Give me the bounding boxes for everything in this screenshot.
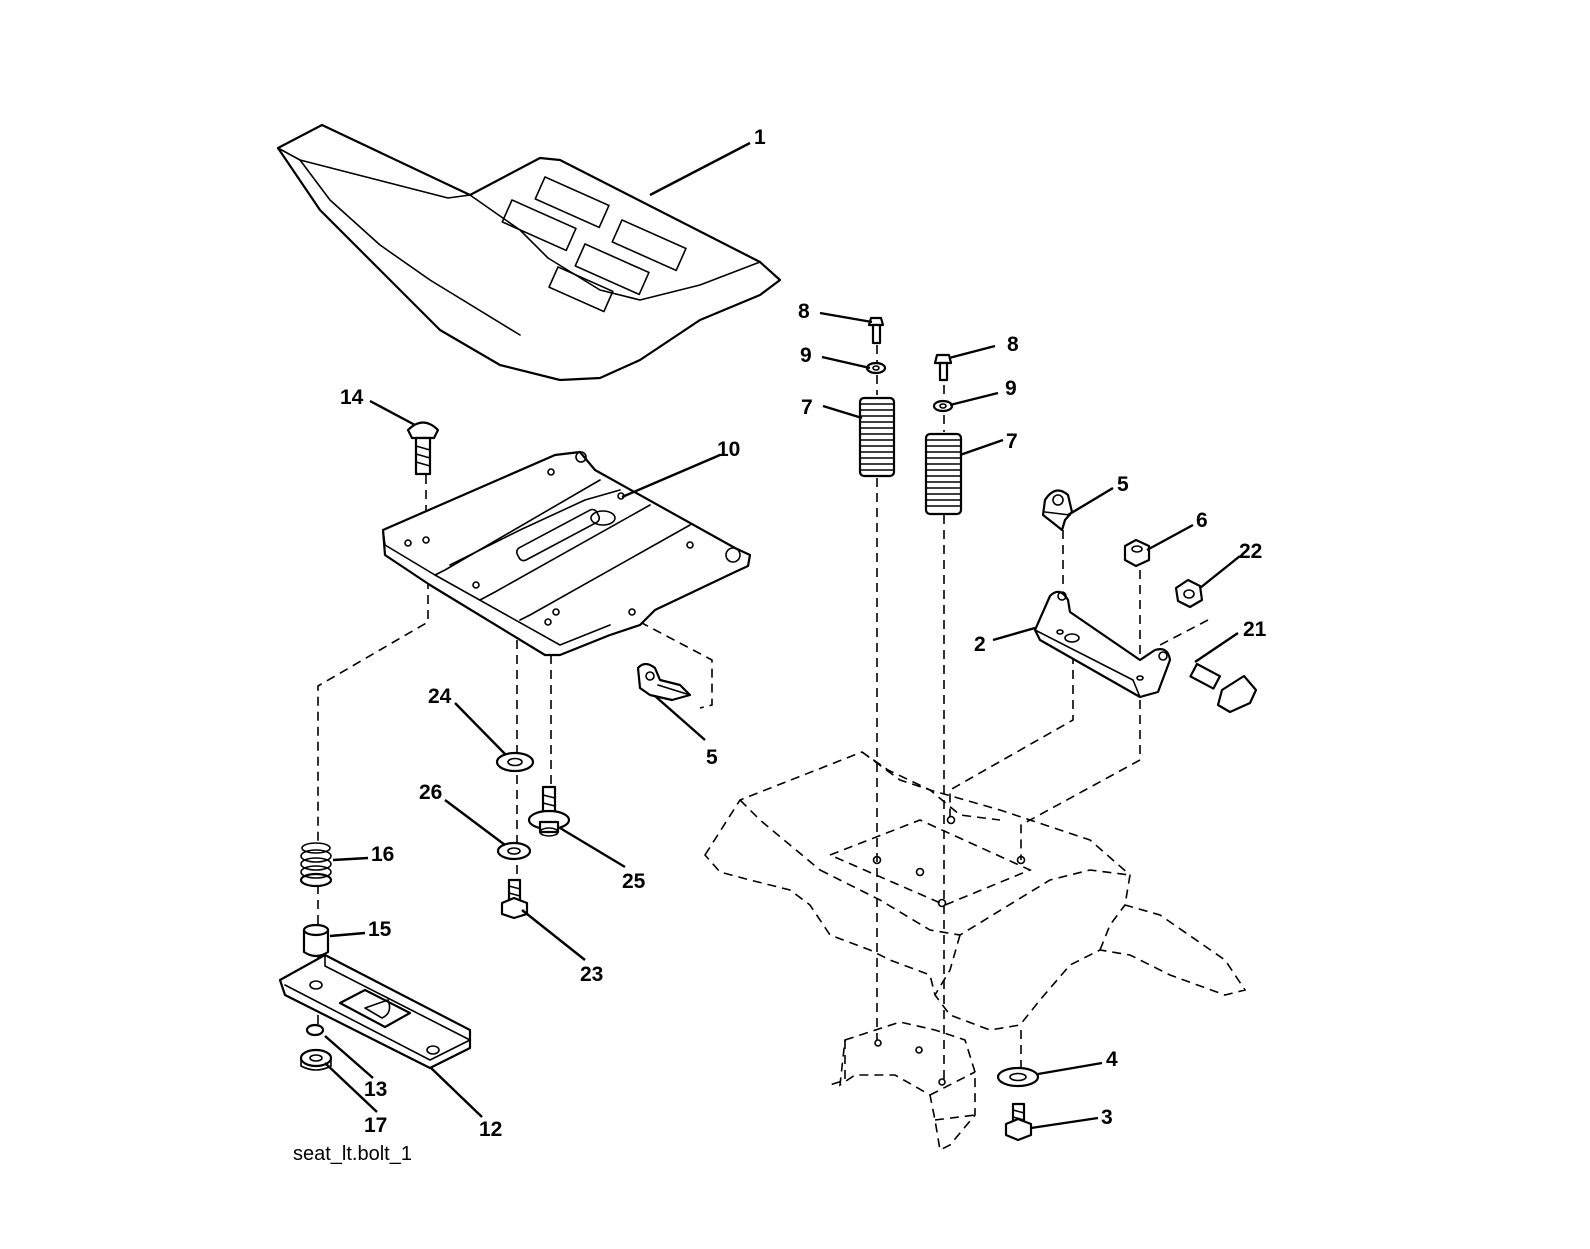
spacer-15	[302, 923, 330, 958]
callout-1: 1	[754, 126, 766, 149]
seat	[276, 123, 782, 382]
callout-4: 4	[1106, 1048, 1118, 1071]
bracket-2	[1033, 590, 1172, 699]
callout-24: 24	[428, 685, 452, 708]
seat-pan	[381, 450, 752, 657]
callout-6: 6	[1196, 509, 1208, 532]
clip-left	[636, 662, 692, 702]
washer-26	[496, 841, 532, 861]
diagram-caption: seat_lt.bolt_1	[293, 1143, 412, 1165]
washer-4	[996, 1066, 1040, 1088]
callout-16: 16	[371, 843, 394, 866]
callout-21: 21	[1243, 618, 1267, 641]
callout-5-left: 5	[706, 746, 718, 769]
spring-16	[299, 842, 333, 888]
callout-9-left: 9	[800, 344, 812, 367]
callout-8-left: 8	[798, 300, 810, 323]
washer-24	[495, 751, 535, 773]
callout-2: 2	[974, 633, 986, 656]
carriage-bolt	[406, 421, 440, 476]
callout-23: 23	[580, 963, 603, 986]
leader-lines	[324, 141, 1241, 1130]
callout-7-left: 7	[801, 396, 813, 419]
shoulder-bolt-21	[1189, 662, 1258, 714]
washer-13	[305, 1023, 325, 1037]
bolt-3	[1004, 1102, 1033, 1142]
callout-15: 15	[368, 918, 392, 941]
spring-7-left	[858, 396, 896, 478]
callout-12: 12	[479, 1118, 502, 1141]
callout-8-right: 8	[1007, 333, 1019, 356]
shoulder-bolt-25	[527, 785, 571, 837]
callout-10: 10	[717, 438, 740, 461]
washer-9-left	[865, 361, 887, 375]
callout-14: 14	[340, 386, 364, 409]
callout-labels: 1 10 14 8 9 7 8 9 7 5 6 22 21 2 5 24 26 …	[340, 126, 1267, 1141]
callout-26: 26	[419, 781, 442, 804]
nut-6	[1123, 538, 1151, 568]
callout-9-right: 9	[1005, 377, 1017, 400]
callout-5-right: 5	[1117, 473, 1129, 496]
bolt-8-right	[933, 353, 953, 382]
callout-22: 22	[1239, 540, 1262, 563]
callout-7-right: 7	[1006, 430, 1018, 453]
callout-3: 3	[1101, 1106, 1113, 1129]
fender-frame-outline	[704, 751, 1247, 1152]
callout-25: 25	[622, 870, 646, 893]
spring-7-right	[924, 432, 963, 516]
callout-13: 13	[364, 1078, 387, 1101]
callout-17: 17	[364, 1114, 387, 1137]
clip-right	[1041, 489, 1074, 532]
nut-22	[1174, 578, 1204, 609]
washer-9-right	[932, 399, 954, 413]
slide-rail-12	[278, 953, 472, 1070]
assembly-lines	[317, 330, 1209, 1082]
nut-17	[299, 1048, 333, 1071]
